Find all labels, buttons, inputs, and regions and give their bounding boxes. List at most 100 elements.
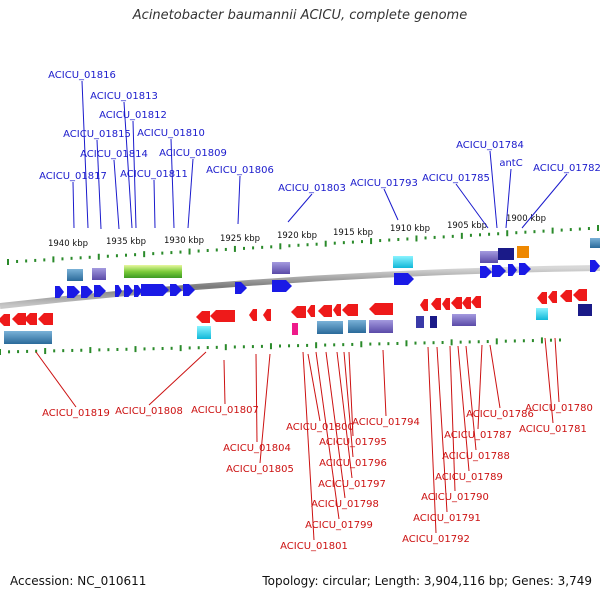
reverse-gene-arrow[interactable]: [573, 289, 587, 301]
reverse-gene-label[interactable]: ACICU_01780: [525, 403, 593, 414]
forward-gene-label[interactable]: ACICU_01815: [63, 129, 131, 140]
reverse-gene-arrow[interactable]: [333, 304, 341, 316]
forward-gene-arrow[interactable]: [124, 285, 133, 297]
reverse-gene-leader-line: [35, 351, 77, 408]
reverse-gene-label[interactable]: ACICU_01781: [519, 424, 587, 435]
forward-gene-arrow[interactable]: [235, 282, 247, 294]
forward-gene-leader-line: [383, 188, 399, 221]
forward-gene-arrow[interactable]: [183, 284, 195, 296]
reverse-gene-label[interactable]: ACICU_01789: [435, 472, 503, 483]
reverse-gene-arrow[interactable]: [560, 290, 572, 302]
reverse-gene-arrow[interactable]: [0, 314, 10, 326]
protein-domains: [4, 238, 600, 344]
reverse-gene-arrow[interactable]: [12, 313, 26, 325]
reverse-gene-arrow[interactable]: [471, 296, 481, 308]
forward-strand-genes[interactable]: [55, 260, 600, 298]
forward-gene-arrow[interactable]: [480, 266, 492, 278]
forward-gene-label[interactable]: ACICU_01814: [80, 149, 148, 160]
forward-gene-arrow[interactable]: [519, 263, 531, 275]
forward-gene-leader-line: [170, 138, 175, 229]
reverse-gene-label[interactable]: ACICU_01790: [421, 492, 489, 503]
reverse-gene-arrow[interactable]: [442, 298, 450, 310]
forward-gene-label[interactable]: ACICU_01782: [533, 163, 600, 174]
reverse-gene-label[interactable]: ACICU_01807: [191, 405, 259, 416]
reverse-gene-label[interactable]: ACICU_01819: [42, 408, 110, 419]
reverse-gene-arrow[interactable]: [291, 306, 306, 318]
reverse-gene-arrow[interactable]: [451, 297, 462, 309]
forward-gene-label[interactable]: ACICU_01803: [278, 183, 346, 194]
reverse-gene-label[interactable]: ACICU_01787: [444, 430, 512, 441]
forward-gene-arrow[interactable]: [115, 285, 122, 297]
forward-gene-label[interactable]: ACICU_01811: [120, 169, 188, 180]
reverse-gene-label[interactable]: ACICU_01791: [413, 513, 481, 524]
forward-gene-label[interactable]: ACICU_01784: [456, 140, 524, 151]
forward-gene-label[interactable]: ACICU_01817: [39, 171, 107, 182]
forward-gene-leader-line: [96, 139, 102, 230]
reverse-gene-arrow[interactable]: [318, 305, 332, 317]
forward-gene-label[interactable]: ACICU_01812: [99, 110, 167, 121]
forward-gene-label[interactable]: antC: [499, 158, 522, 169]
forward-gene-arrow[interactable]: [492, 265, 506, 277]
forward-gene-label[interactable]: ACICU_01785: [422, 173, 490, 184]
forward-gene-label[interactable]: ACICU_01810: [137, 128, 205, 139]
reverse-gene-arrow[interactable]: [38, 313, 53, 325]
reverse-gene-arrow[interactable]: [249, 309, 257, 321]
reverse-gene-leader-line: [223, 359, 226, 405]
forward-gene-leader-line: [455, 183, 489, 229]
reverse-gene-label[interactable]: ACICU_01799: [305, 520, 373, 531]
reverse-gene-label[interactable]: ACICU_01788: [442, 451, 510, 462]
forward-gene-arrow[interactable]: [67, 286, 80, 298]
reverse-gene-label[interactable]: ACICU_01792: [402, 534, 470, 545]
reverse-gene-label[interactable]: ACICU_01794: [352, 417, 420, 428]
reverse-gene-label[interactable]: ACICU_01797: [318, 479, 386, 490]
reverse-gene-arrow[interactable]: [537, 292, 547, 304]
reverse-gene-arrow[interactable]: [462, 297, 471, 309]
forward-gene-arrow[interactable]: [81, 286, 93, 298]
forward-gene-label[interactable]: ACICU_01806: [206, 165, 274, 176]
reverse-gene-label[interactable]: ACICU_01796: [319, 458, 387, 469]
reverse-strand-genes[interactable]: [0, 289, 587, 326]
forward-gene-label[interactable]: ACICU_01809: [159, 148, 227, 159]
reverse-gene-arrow[interactable]: [548, 291, 557, 303]
reverse-gene-label[interactable]: ACICU_01795: [319, 437, 387, 448]
reverse-gene-label[interactable]: ACICU_01805: [226, 464, 294, 475]
reverse-gene-arrow[interactable]: [196, 311, 210, 323]
reverse-gene-arrow[interactable]: [263, 309, 271, 321]
forward-gene-label[interactable]: ACICU_01793: [350, 178, 418, 189]
forward-gene-leader-line: [521, 173, 568, 229]
forward-gene-leader-line: [72, 181, 75, 229]
reverse-gene-arrow[interactable]: [210, 310, 235, 322]
reverse-gene-label[interactable]: ACICU_01798: [311, 499, 379, 510]
reverse-gene-label[interactable]: ACICU_01800: [286, 422, 354, 433]
reverse-gene-leader-line: [315, 351, 340, 520]
reverse-gene-label[interactable]: ACICU_01808: [115, 406, 183, 417]
forward-gene-arrow[interactable]: [590, 260, 600, 272]
reverse-gene-arrow[interactable]: [431, 298, 441, 310]
forward-gene-arrow[interactable]: [141, 284, 169, 296]
forward-gene-arrow[interactable]: [170, 284, 182, 296]
forward-gene-arrow[interactable]: [55, 286, 64, 298]
reverse-gene-label[interactable]: ACICU_01804: [223, 443, 291, 454]
reverse-gene-arrow[interactable]: [420, 299, 428, 311]
reverse-gene-arrow[interactable]: [342, 304, 358, 316]
forward-gene-arrow[interactable]: [94, 285, 106, 297]
forward-gene-leader-line: [113, 159, 120, 230]
genome-summary: Topology: circular; Length: 3,904,116 bp…: [262, 574, 592, 588]
forward-gene-arrow[interactable]: [394, 273, 414, 285]
forward-gene-arrow[interactable]: [272, 280, 292, 292]
forward-gene-label[interactable]: ACICU_01816: [48, 70, 116, 81]
forward-gene-labels[interactable]: ACICU_01816ACICU_01813ACICU_01812ACICU_0…: [39, 70, 600, 230]
reverse-gene-arrow[interactable]: [369, 303, 393, 315]
scale-tick-label: 1940 kbp: [48, 239, 88, 249]
reverse-gene-leader-line: [477, 344, 483, 430]
reverse-gene-arrow[interactable]: [24, 313, 37, 325]
reverse-gene-arrow[interactable]: [307, 305, 315, 317]
reverse-gene-label[interactable]: ACICU_01786: [466, 409, 534, 420]
scale-tick-label: 1910 kbp: [390, 224, 430, 234]
forward-gene-arrow[interactable]: [134, 285, 142, 297]
forward-gene-label[interactable]: ACICU_01813: [90, 91, 158, 102]
forward-gene-arrow[interactable]: [508, 264, 517, 276]
reverse-gene-label[interactable]: ACICU_01801: [280, 541, 348, 552]
